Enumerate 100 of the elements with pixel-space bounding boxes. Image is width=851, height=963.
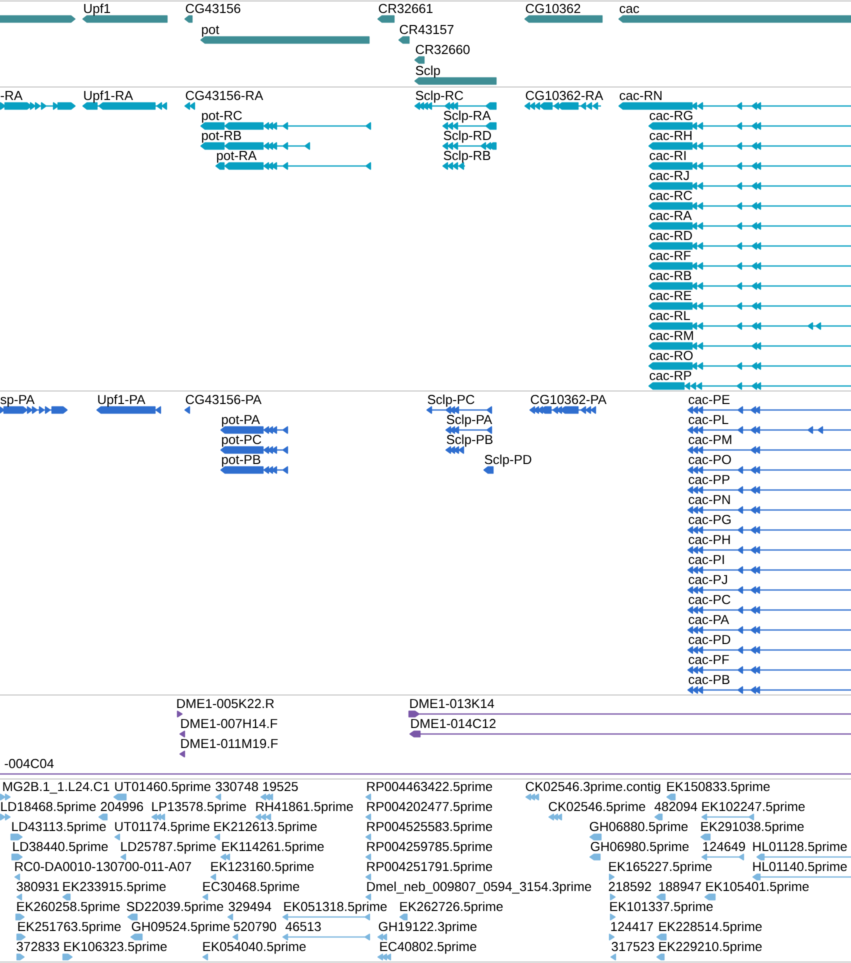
- read-name: EK150833.5prime: [667, 782, 770, 794]
- read-name: HL01140.5prime: [753, 862, 847, 874]
- read-name: 380931: [16, 882, 59, 892]
- protein-name: cac-PB: [688, 675, 730, 684]
- read-name: CK02546.3prime.contig: [526, 782, 660, 794]
- gene-name: CR32660: [416, 44, 470, 54]
- read-name: RP004525583.5prime: [367, 822, 492, 834]
- protein-name: Sclp-PC: [428, 394, 474, 407]
- transcript-name: cac-RG: [650, 110, 692, 120]
- transcript-name: cac-RI: [650, 151, 686, 160]
- gene-name: CG10362: [526, 4, 580, 14]
- gene-name: cac: [620, 6, 640, 14]
- transcript-name: cac-RM: [650, 331, 693, 340]
- clone-name: DME1-007H14.F: [181, 718, 278, 728]
- read-name: EK260258.5prime: [17, 902, 120, 914]
- transcript-name: cac-RH: [650, 131, 692, 140]
- protein-name: CG43156-PA: [186, 394, 262, 404]
- transcript-name: cac-RL: [650, 311, 690, 320]
- read-name: EK165227.5prime: [609, 862, 712, 874]
- protein-name: sp-PA: [0, 395, 35, 407]
- read-name: 329494: [228, 902, 272, 912]
- read-name: EK106323.5prime: [64, 942, 167, 954]
- protein-name: cac-PP: [688, 475, 730, 484]
- read-name: EK251763.5prime: [18, 922, 121, 934]
- read-name: 188947: [659, 882, 701, 892]
- protein-name: Sclp-PB: [446, 434, 492, 447]
- read-name: LD25787.5prime: [121, 842, 216, 854]
- transcript-name: Sclp-RC: [416, 90, 464, 103]
- transcript-name: cac-RC: [650, 190, 692, 200]
- read-name: RP004463422.5prime: [367, 782, 492, 794]
- read-name: SD22039.5prime: [126, 902, 224, 914]
- read-name: CK02546.5prime: [548, 802, 646, 814]
- read-name: EK262726.5prime: [400, 902, 503, 914]
- read-name: 124417: [611, 922, 653, 931]
- protein-name: Upf1-PA: [98, 394, 146, 407]
- read-name: GH06880.5prime: [590, 822, 688, 834]
- transcript-name: cac-RF: [650, 251, 691, 260]
- clone-name: DME1-014C12: [411, 718, 496, 728]
- protein-name: pot-PA: [222, 415, 260, 427]
- transcript-name: cac-RB: [650, 271, 692, 280]
- read-name: EK228514.5prime: [659, 922, 762, 934]
- protein-name: cac-PC: [688, 594, 730, 604]
- read-name: RP004251791.5prime: [367, 862, 492, 874]
- read-name: GH09524.5prime: [132, 922, 230, 934]
- gene-name: CR43157: [400, 24, 454, 34]
- read-name: RP004202477.5prime: [367, 802, 492, 814]
- read-name: EK054040.5prime: [203, 942, 306, 954]
- read-name: EK291038.5prime: [701, 822, 804, 834]
- read-name: EK212613.5prime: [214, 822, 317, 834]
- read-name: LP13578.5prime: [152, 802, 246, 814]
- protein-name: cac-PM: [688, 435, 732, 444]
- transcript-name: cac-RP: [650, 371, 692, 380]
- read-name: EK105401.5prime: [706, 882, 809, 894]
- read-name: 218592: [608, 882, 651, 892]
- protein-name: CG10362-PA: [530, 394, 607, 404]
- read-name: RH41861.5prime: [256, 802, 353, 814]
- read-name: EC30468.5prime: [203, 882, 300, 894]
- read-name: UT01174.5prime: [115, 822, 210, 834]
- gene-name: pot: [202, 26, 220, 37]
- read-name: RC0-DA0010-130700-011-A07: [15, 862, 192, 872]
- read-name: 520790: [234, 922, 276, 932]
- read-name: GH19122.3prime: [378, 922, 477, 934]
- read-name: LD18468.5prime: [1, 802, 96, 814]
- transcript-name: cac-RJ: [650, 171, 689, 180]
- gene-name: Upf1: [84, 4, 110, 16]
- clone-name: DME1-011M19.F: [181, 738, 278, 748]
- read-name: EK233915.5prime: [63, 882, 166, 894]
- clone-name: DME1-013K14: [410, 698, 494, 708]
- transcript-name: pot-RB: [202, 131, 241, 143]
- transcript-name: cac-RA: [650, 211, 692, 220]
- read-name: LD43113.5prime: [12, 822, 106, 834]
- read-name: EC40802.5prime: [380, 942, 476, 954]
- transcript-name: cac-RN: [620, 91, 662, 100]
- transcript-name: Upf1-RA: [84, 90, 134, 103]
- protein-name: cac-PJ: [688, 575, 727, 584]
- read-name: 482094: [654, 802, 698, 812]
- transcript-name: cac-RD: [650, 231, 692, 240]
- read-name: 19525: [263, 782, 298, 792]
- read-name: Dmel_neb_009807_0594_3154.3prime: [367, 882, 592, 894]
- read-name: RP004259785.5prime: [367, 842, 492, 854]
- transcript-name: Sclp-RD: [444, 130, 491, 143]
- read-name: 317523: [612, 942, 654, 952]
- read-name: 204996: [100, 802, 143, 812]
- protein-name: Sclp-PA: [446, 414, 492, 427]
- read-name: 372833: [16, 942, 59, 952]
- protein-name: cac-PE: [688, 395, 730, 404]
- protein-name: Sclp-PD: [484, 454, 532, 467]
- gene-name: CG43156: [186, 4, 240, 14]
- read-name: EK123160.5prime: [211, 862, 314, 874]
- protein-name: pot-PC: [222, 434, 262, 447]
- read-name: LD38440.5prime: [13, 842, 108, 854]
- protein-name: cac-PN: [688, 495, 730, 504]
- transcript-name: Sclp-RA: [444, 110, 491, 123]
- gene-name: CR32661: [378, 4, 432, 14]
- transcript-name: pot-RC: [202, 110, 242, 123]
- transcript-name: cac-RO: [650, 350, 693, 360]
- read-name: EK114261.5prime: [222, 842, 324, 854]
- protein-name: cac-PG: [688, 514, 731, 524]
- read-name: UT01460.5prime: [115, 782, 210, 794]
- read-name: 124649: [703, 842, 745, 852]
